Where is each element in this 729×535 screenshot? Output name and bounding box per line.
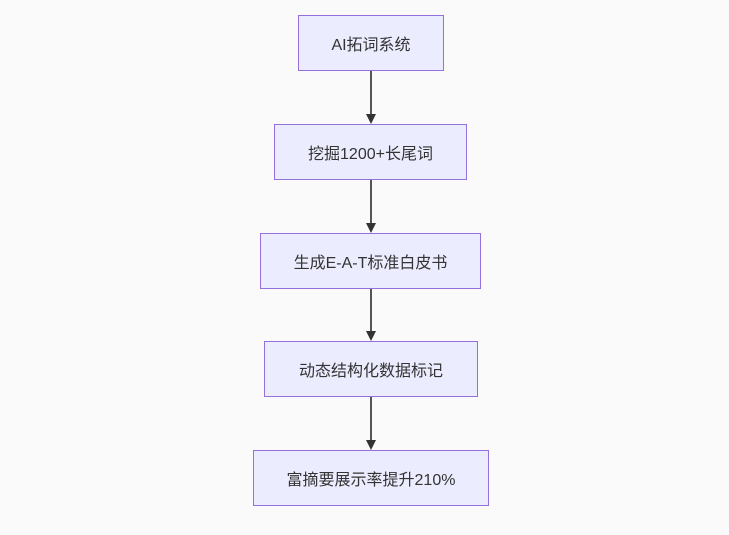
arrowhead-down-icon — [366, 114, 376, 124]
node-label: 动态结构化数据标记 — [298, 363, 443, 380]
node-label: 生成E-A-T标准白皮书 — [293, 255, 448, 272]
node-label: AI拓词系统 — [331, 37, 411, 54]
edge-line — [370, 397, 372, 440]
edge-line — [370, 289, 372, 331]
edge-line — [370, 71, 372, 114]
flowchart-node-structured-data: 动态结构化数据标记 — [264, 341, 478, 397]
flowchart-node-ai-system: AI拓词系统 — [298, 15, 444, 71]
edge-line — [370, 180, 372, 223]
arrowhead-down-icon — [366, 223, 376, 233]
flowchart-node-eat-whitepaper: 生成E-A-T标准白皮书 — [260, 233, 481, 289]
arrowhead-down-icon — [366, 331, 376, 341]
node-label: 挖掘1200+长尾词 — [308, 146, 433, 163]
flowchart-node-rich-snippet-result: 富摘要展示率提升210% — [253, 450, 489, 506]
node-label: 富摘要展示率提升210% — [286, 472, 456, 489]
arrowhead-down-icon — [366, 440, 376, 450]
flowchart-node-longtail-keywords: 挖掘1200+长尾词 — [274, 124, 467, 180]
